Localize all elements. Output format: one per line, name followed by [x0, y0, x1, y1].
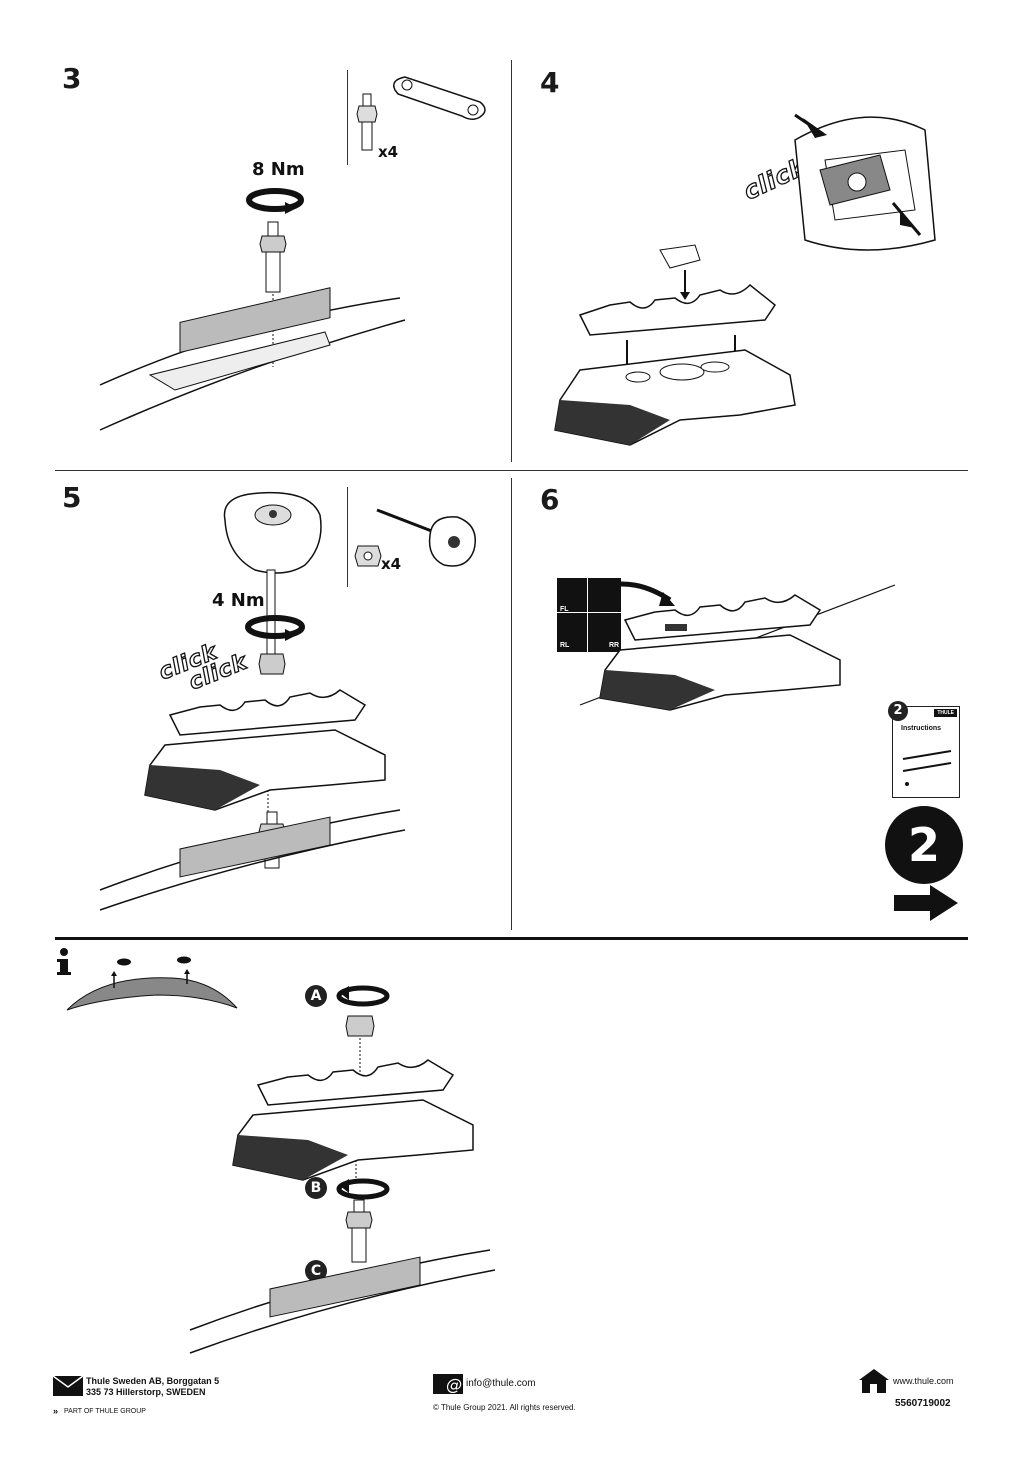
divider-vertical-top — [511, 60, 512, 462]
step-5-nut — [258, 653, 286, 675]
step-3-parts-illustration — [356, 76, 486, 151]
divider-horizontal-1 — [55, 470, 968, 471]
step-5-quantity: x4 — [381, 555, 402, 573]
right-arrow-icon — [894, 885, 958, 921]
step-6-number: 6 — [540, 483, 560, 516]
step-5-roof-rail — [99, 809, 406, 911]
info-foot-illustration — [232, 1059, 474, 1183]
footer-email[interactable]: info@thule.com — [466, 1378, 536, 1389]
rotate-arrow-b — [336, 1178, 390, 1200]
next-step-number: 2 — [885, 806, 963, 884]
step-5-torque: 4 Nm — [212, 590, 265, 611]
step-4-number: 4 — [540, 66, 560, 99]
footer-address-line1: Thule Sweden AB, Borggatan 5 — [86, 1376, 220, 1386]
booklet-number: 2 — [888, 701, 908, 721]
rotate-arrow-icon-2 — [245, 615, 305, 641]
step-a-marker: A — [305, 985, 327, 1007]
info-roof-rail — [189, 1249, 496, 1354]
step-3-torque: 8 Nm — [252, 159, 305, 180]
divider-vertical-mid — [511, 478, 512, 930]
info-nut — [345, 1015, 375, 1072]
step-5-parts-divider — [347, 487, 348, 587]
step-4-detail-illustration — [794, 113, 936, 251]
step-5-foot-illustration — [144, 689, 386, 825]
footer-doc-number: 5560719002 — [895, 1398, 951, 1409]
email-icon: @ — [433, 1374, 463, 1394]
roof-profile-illustration — [66, 956, 238, 1011]
mail-icon — [52, 1375, 84, 1396]
footer-address-line2: 335 73 Hillerstorp, SWEDEN — [86, 1387, 206, 1397]
step-5-nut-icon — [354, 545, 382, 567]
rotate-arrow-icon — [246, 188, 304, 214]
step-6-foot-illustration — [579, 581, 896, 711]
step-3-parts-divider — [347, 70, 348, 165]
footer-chevron-icon: » — [53, 1406, 59, 1416]
instructions-booklet: 2 THULE Instructions — [888, 701, 960, 798]
step-b-marker: B — [305, 1177, 327, 1199]
step-3-roof-rail — [99, 287, 406, 431]
home-icon — [859, 1369, 889, 1393]
step-5-number: 5 — [62, 481, 82, 514]
roof-bars-icon — [902, 750, 952, 786]
step-3-quantity: x4 — [378, 143, 399, 161]
step-c-marker: C — [305, 1260, 327, 1282]
footer-website[interactable]: www.thule.com — [893, 1376, 954, 1386]
info-icon — [57, 948, 71, 975]
svg-text:@: @ — [446, 1375, 462, 1394]
booklet-brand: THULE — [934, 709, 957, 717]
label-rr: RR — [609, 642, 620, 649]
footer-copyright: © Thule Group 2021. All rights reserved. — [433, 1403, 576, 1412]
booklet-title: Instructions — [901, 725, 942, 732]
label-rl: RL — [560, 642, 570, 649]
step-4-foot-illustration — [554, 244, 796, 446]
footer-group: PART OF THULE GROUP — [64, 1408, 146, 1415]
divider-horizontal-2 — [55, 937, 968, 940]
step-5-tool-handle — [223, 491, 322, 661]
rotate-arrow-a — [336, 985, 390, 1007]
step-3-number: 3 — [62, 62, 82, 95]
label-fl: FL — [560, 606, 569, 613]
info-bolt — [345, 1199, 373, 1263]
step-6-position-diagram: FL RL RR — [557, 578, 621, 652]
hex-key-tool-icon — [376, 508, 476, 567]
